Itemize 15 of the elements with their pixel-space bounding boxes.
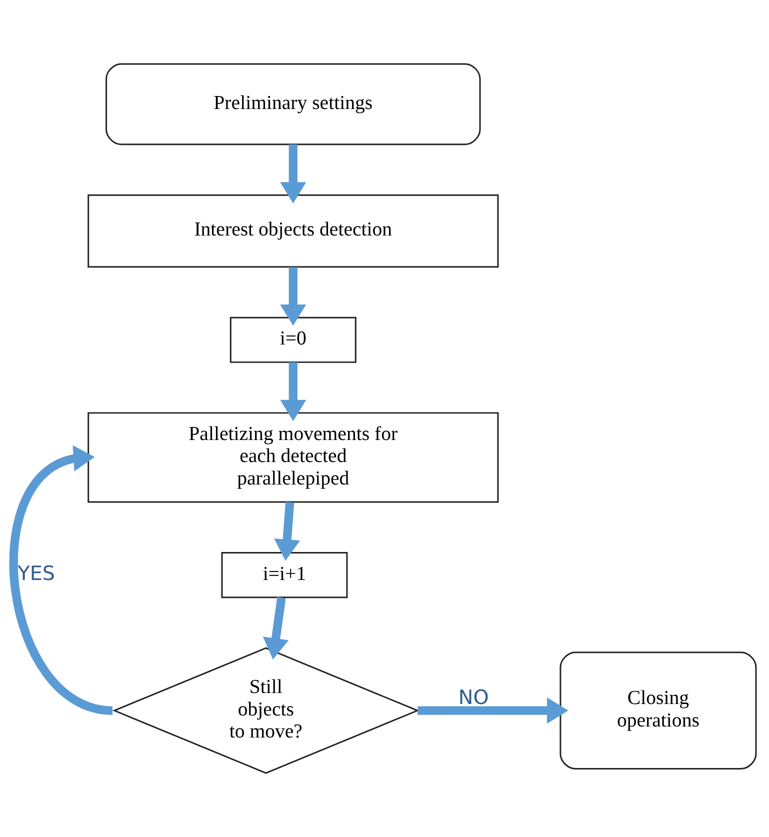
- arrow: [280, 144, 306, 204]
- arrow: [262, 597, 289, 660]
- arrow: [9, 445, 114, 715]
- node-box: Closing operations: [560, 652, 757, 770]
- node-box: Palletizing movements for each detected parallelepiped: [88, 412, 499, 503]
- arrow: [274, 502, 300, 561]
- node-box: Preliminary settings: [106, 63, 481, 146]
- arrow: [418, 698, 568, 724]
- node-box: i=i+1: [221, 552, 348, 598]
- arrow: [280, 362, 306, 422]
- node-box: i=0: [230, 316, 356, 363]
- node-diamond: Still objects to move?: [112, 647, 420, 774]
- edge-label: NO: [458, 686, 489, 710]
- arrow: [280, 267, 306, 326]
- node-box: Interest objects detection: [88, 194, 499, 268]
